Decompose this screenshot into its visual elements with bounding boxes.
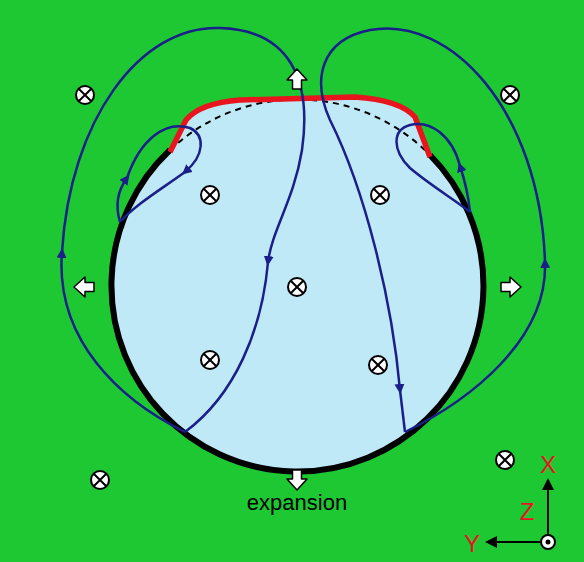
expansion-label: expansion (247, 492, 347, 514)
expanded-boundary (170, 97, 430, 157)
axis-label: Y (464, 532, 480, 556)
axis-label: Z (520, 500, 535, 524)
axis-label: X (540, 453, 556, 477)
into-page-symbols (76, 86, 519, 489)
expansion-arrows (74, 69, 521, 490)
axes (489, 482, 555, 549)
bubble-fill (112, 102, 484, 474)
field-lines (61, 28, 545, 432)
